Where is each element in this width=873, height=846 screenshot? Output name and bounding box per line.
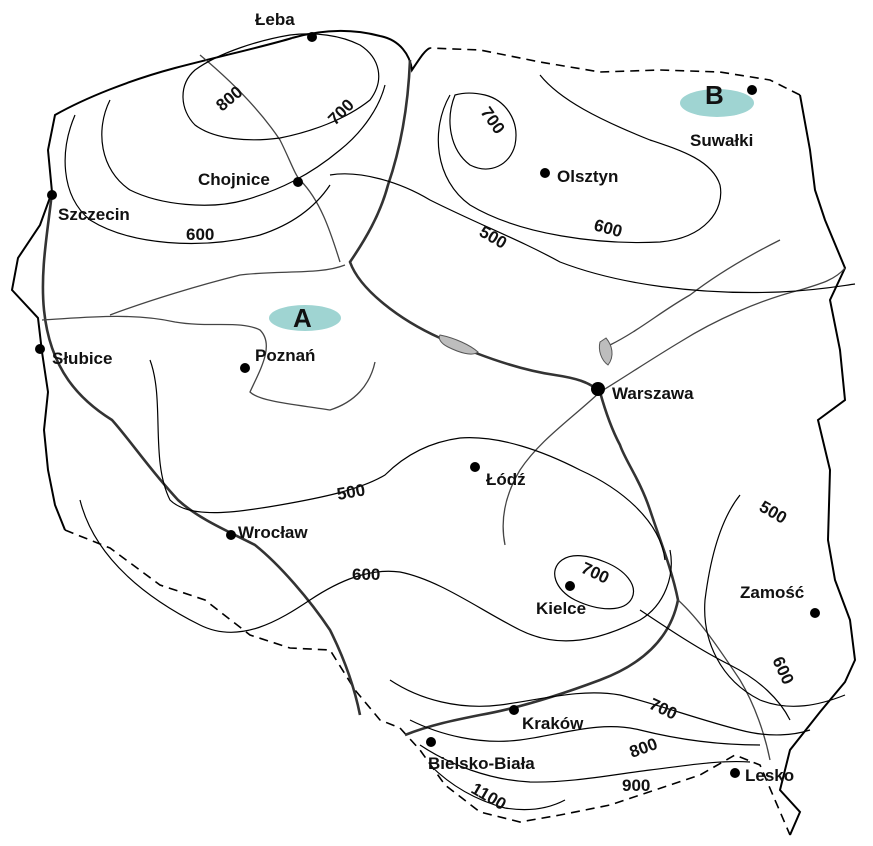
isoline-600-mazury: [437, 74, 722, 244]
isoline-900-south: [419, 744, 751, 783]
city-dot-chojnice: [293, 177, 303, 187]
city-label-szczecin: Szczecin: [58, 205, 130, 224]
lake-zegrze: [598, 337, 613, 366]
river-san: [677, 599, 771, 761]
country-border-south: [64, 529, 791, 836]
river-slupia: [199, 54, 301, 181]
iso-label-700-south: 700: [646, 694, 680, 723]
iso-label-700-olsztyn: 700: [477, 103, 509, 137]
city-label-chojnice: Chojnice: [198, 170, 270, 189]
isoline-700-south: [389, 679, 811, 736]
isoline-700-north: [101, 84, 386, 206]
city-dot-slubice: [35, 344, 45, 354]
river-oder: [41, 191, 362, 716]
area-b-label: B: [705, 80, 724, 110]
city-labels: Łeba Szczecin Chojnice Olsztyn Suwałki S…: [52, 10, 804, 785]
country-border-east: [778, 94, 857, 836]
city-dot-szczecin: [47, 190, 57, 200]
city-label-leba: Łeba: [255, 10, 295, 29]
iso-label-800-south: 800: [627, 734, 660, 762]
isoline-500-central: [149, 359, 666, 561]
isoline-800-south: [409, 719, 761, 746]
city-label-kielce: Kielce: [536, 599, 586, 618]
city-label-olsztyn: Olsztyn: [557, 167, 618, 186]
isoline-600-north: [64, 114, 331, 245]
city-label-wroclaw: Wrocław: [238, 523, 308, 542]
iso-label-600-east: 600: [768, 654, 797, 688]
city-dot-bielsko: [426, 737, 436, 747]
isoline-700-olsztyn: [449, 92, 517, 170]
city-label-bielsko: Bielsko-Biała: [428, 754, 535, 773]
iso-label-600-mazury: 600: [592, 216, 624, 242]
river-vistula: [348, 59, 680, 737]
iso-label-600-north: 600: [186, 225, 214, 244]
country-border: [10, 37, 293, 531]
isoline-700-kielce: [554, 555, 634, 610]
city-dot-krakow: [509, 705, 519, 715]
river-pilica: [502, 391, 601, 546]
city-dots: [35, 32, 820, 778]
isoline-1100-south: [429, 764, 566, 811]
iso-label-500-east: 500: [756, 497, 790, 528]
country-border-northeast: [429, 47, 801, 96]
city-label-poznan: Poznań: [255, 346, 315, 365]
isoline-labels: 800 700 600 700 600 500 500 600 700 500 …: [186, 82, 798, 814]
isoline-600-south: [79, 499, 672, 642]
city-dot-wroclaw: [226, 530, 236, 540]
city-dot-warszawa: [591, 382, 605, 396]
area-a-marker: [269, 305, 341, 331]
iso-label-600-south: 600: [352, 565, 380, 584]
city-dot-poznan: [240, 363, 250, 373]
city-label-suwalki: Suwałki: [690, 131, 753, 150]
area-a-label: A: [293, 303, 312, 333]
river-brda: [299, 179, 341, 263]
country-border-coast: [291, 29, 431, 73]
iso-label-800-north: 800: [212, 82, 246, 115]
city-label-slubice: Słubice: [52, 349, 112, 368]
city-label-krakow: Kraków: [522, 714, 584, 733]
city-dot-leba: [307, 32, 317, 42]
isoline-600-east: [639, 609, 791, 721]
area-b-marker: [680, 89, 754, 117]
iso-label-500-north: 500: [476, 222, 510, 253]
iso-label-900-south: 900: [622, 776, 650, 795]
city-dot-kielce: [565, 581, 575, 591]
city-label-lodz: Łódź: [486, 470, 526, 489]
city-label-lesko: Lesko: [745, 766, 794, 785]
iso-label-1100-south: 1100: [468, 779, 509, 814]
river-narew: [609, 239, 781, 346]
city-dot-zamosc: [810, 608, 820, 618]
river-warta: [41, 315, 376, 411]
city-dot-lodz: [470, 462, 480, 472]
iso-label-500-central: 500: [335, 480, 366, 504]
river-notec: [109, 264, 346, 316]
lake-wloclawek: [438, 334, 479, 355]
city-dot-olsztyn: [540, 168, 550, 178]
city-dot-suwalki: [747, 85, 757, 95]
isoline-800-north: [182, 33, 380, 141]
city-label-warszawa: Warszawa: [612, 384, 694, 403]
city-label-zamosc: Zamość: [740, 583, 804, 602]
river-bug: [599, 267, 846, 393]
isoline-500-east: [704, 494, 846, 707]
city-dot-lesko: [730, 768, 740, 778]
isoline-500-north: [329, 173, 856, 294]
